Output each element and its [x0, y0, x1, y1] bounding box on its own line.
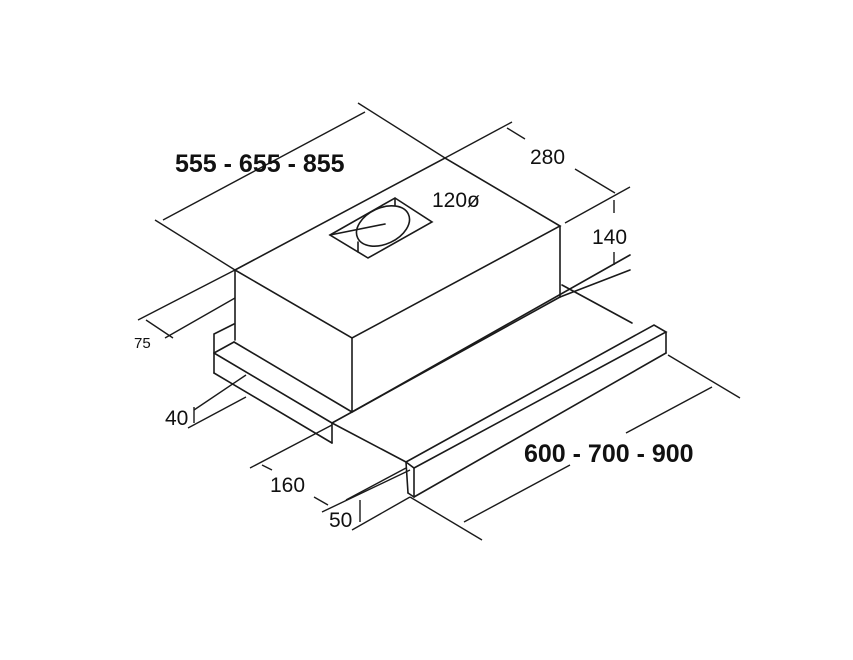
front-handle-bar [405, 324, 668, 498]
label-duct-diameter: 120ø [432, 189, 480, 212]
label-depth: 280 [530, 146, 565, 169]
label-width-front: 600 - 700 - 900 [524, 440, 694, 468]
label-tray-depth: 160 [270, 474, 305, 497]
label-front-bar-height: 50 [329, 509, 352, 532]
duct-outlet [328, 197, 434, 259]
tray [213, 254, 633, 463]
label-height: 140 [592, 226, 627, 249]
label-tray-height: 40 [165, 407, 188, 430]
label-width-top: 555 - 655 - 855 [175, 150, 345, 178]
dimension-labels: 555 - 655 - 855 280 120ø 140 75 40 160 5… [134, 146, 694, 532]
hood-body [234, 157, 562, 413]
dimension-lines [137, 102, 741, 541]
label-rear-offset: 75 [134, 335, 151, 352]
